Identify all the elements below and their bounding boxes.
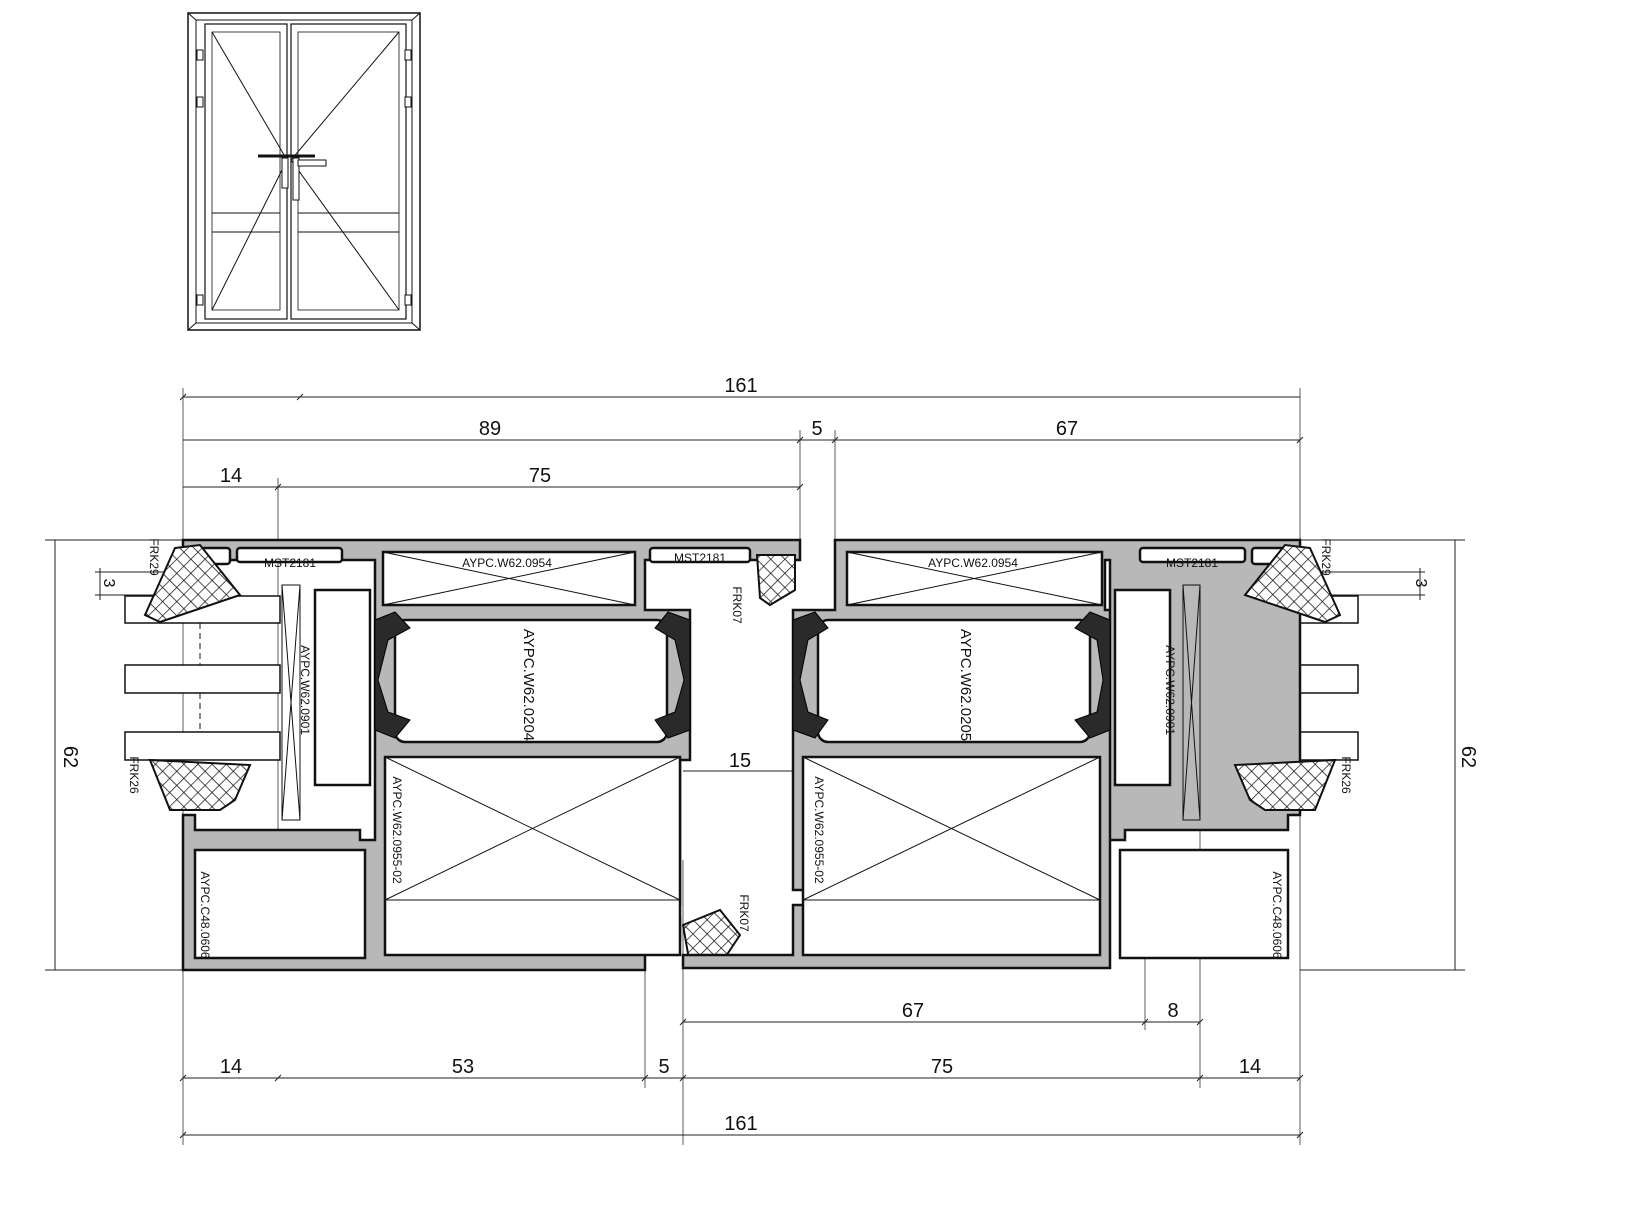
- glazing-bead-left: [313, 588, 372, 787]
- label-frk26-left: FRK26: [127, 756, 141, 794]
- dim-bottom-gap: 5: [658, 1056, 669, 1078]
- label-frk26-right: FRK26: [1339, 756, 1353, 794]
- dimension-texts: 161 89 5 67 14 75 15 67 8 14 53 5 75 14 …: [59, 375, 1479, 1135]
- dim-top-left: 89: [479, 418, 501, 440]
- dim-bottom-overlap: 8: [1167, 1000, 1178, 1022]
- label-mst2181-right: MST2181: [1166, 556, 1218, 570]
- label-frk07-top: FRK07: [730, 586, 744, 624]
- dim-bottom-sash-right-total: 75: [931, 1056, 953, 1078]
- right-door-leaf: [290, 23, 407, 320]
- label-frk29-left: FRK29: [147, 538, 161, 576]
- label-box-top-right: AYPC.W62.0954: [928, 556, 1018, 570]
- dim-gasket-right: 3: [1412, 579, 1429, 588]
- dim-mullion-gap: 15: [729, 750, 751, 772]
- label-frk29-right: FRK29: [1319, 538, 1333, 576]
- dim-top-frame-left: 14: [220, 465, 242, 487]
- label-sash-right: AYPC.W62.0955-02: [812, 776, 826, 883]
- glazing-bead-right: [1113, 588, 1172, 787]
- dim-top-right: 67: [1056, 418, 1078, 440]
- label-thermal-right: AYPC.W62.0205: [957, 629, 974, 741]
- label-frk07-bottom: FRK07: [737, 894, 751, 932]
- right-sash-profile: [681, 538, 1302, 970]
- dim-bottom-frame-left: 14: [220, 1056, 242, 1078]
- dim-bottom-sash-left: 53: [452, 1056, 474, 1078]
- glazing-left: [124, 595, 281, 761]
- left-sash-profile: [181, 538, 802, 972]
- dim-bottom-total: 161: [724, 1113, 757, 1135]
- dim-height-left: 62: [59, 746, 81, 768]
- label-sash-left: AYPC.W62.0955-02: [390, 776, 404, 883]
- dim-top-gap: 5: [811, 418, 822, 440]
- dim-top-sash-left: 75: [529, 465, 551, 487]
- dim-top-total: 161: [724, 375, 757, 397]
- label-thermal-left: AYPC.W62.0204: [520, 629, 537, 741]
- dim-height-right: 62: [1457, 746, 1479, 768]
- left-gaskets: [143, 543, 796, 966]
- label-box-top-left: AYPC.W62.0954: [462, 556, 552, 570]
- label-bead-left: AYPC.W62.0901: [298, 645, 312, 735]
- label-mst2181-mid: MST2181: [674, 551, 726, 565]
- dim-bottom-frame-right: 14: [1239, 1056, 1261, 1078]
- dim-gasket-left: 3: [100, 579, 117, 588]
- part-labels: FRK29 FRK29 MST2181 MST2181 MST2181 AYPC…: [127, 538, 1353, 959]
- label-frame-left: AYPC.C48.0606: [198, 871, 212, 958]
- right-gaskets: [1233, 543, 1342, 811]
- label-frame-right: AYPC.C48.0606: [1270, 871, 1284, 958]
- door-elevation-thumbnail: [187, 12, 421, 331]
- label-bead-right: AYPC.W62.0901: [1163, 645, 1177, 735]
- label-mst2181-left: MST2181: [264, 556, 316, 570]
- dim-bottom-sash-right: 67: [902, 1000, 924, 1022]
